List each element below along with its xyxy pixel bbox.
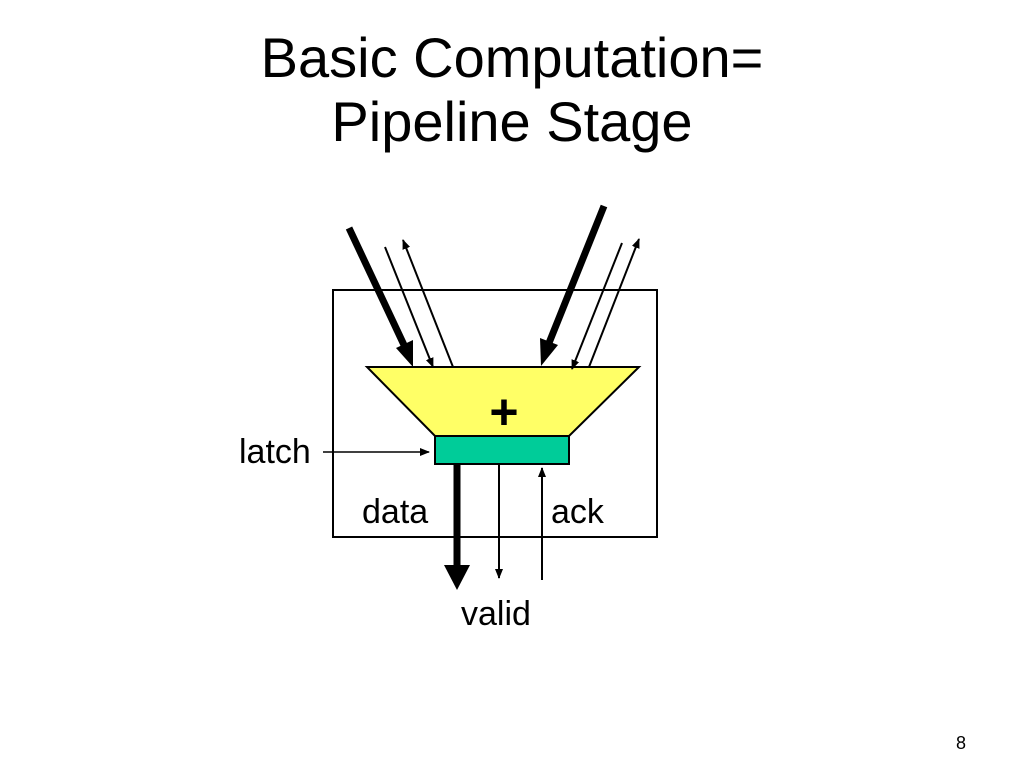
data-out-arrow (444, 464, 470, 590)
page-number: 8 (955, 733, 966, 753)
left-ack-out-arrow (402, 239, 454, 368)
title-line-2: Pipeline Stage (331, 90, 693, 153)
adder-symbol: + (489, 384, 518, 440)
stage-boundary-box (332, 289, 658, 538)
latch-register (434, 435, 570, 465)
ack-label: ack (551, 493, 605, 531)
data-label: data (362, 493, 428, 531)
left-data-in-arrow (345, 226, 413, 367)
valid-label: valid (461, 595, 531, 633)
latch-label: latch (239, 433, 311, 471)
left-valid-in-arrow (384, 246, 434, 368)
right-data-in-arrow (540, 204, 608, 366)
right-ack-out-arrow (588, 238, 640, 368)
slide-title: Basic Computation= Pipeline Stage (0, 26, 1024, 154)
title-line-1: Basic Computation= (260, 26, 764, 89)
right-valid-in-arrow (571, 242, 623, 370)
